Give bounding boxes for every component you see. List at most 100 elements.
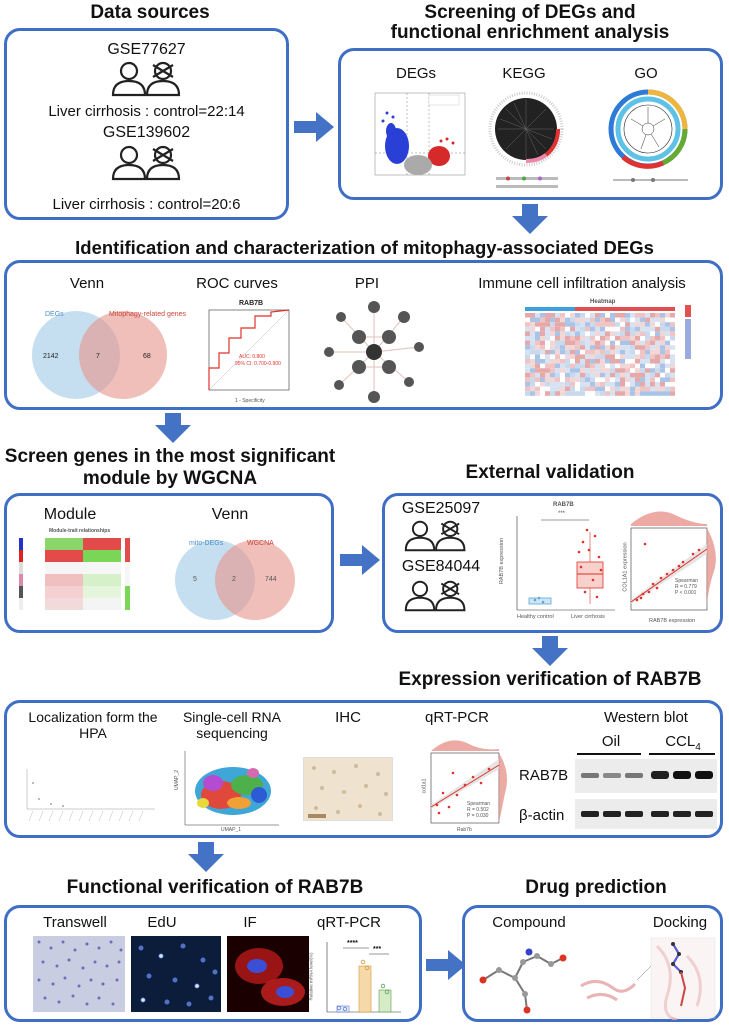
heatmap-cell	[630, 326, 635, 332]
heatmap-cell	[600, 313, 605, 318]
heatmap-cell	[645, 368, 650, 373]
heatmap-cell	[585, 313, 590, 318]
heatmap-cell	[565, 363, 570, 369]
heatmap-cell	[560, 345, 565, 350]
heatmap-cell	[540, 382, 545, 387]
dataset-gse139602: GSE139602	[102, 124, 191, 141]
panel-label-hpa: Localization form the HPA	[23, 709, 163, 741]
panel-label-roc: ROC curves	[196, 275, 278, 292]
heatmap-cell	[665, 382, 670, 387]
heatmap-cell	[570, 368, 575, 373]
heatmap-cell	[540, 349, 545, 355]
heatmap-cell	[650, 317, 655, 323]
heatmap-cell	[530, 331, 535, 336]
heatmap-cell	[535, 382, 540, 387]
edu-image	[131, 936, 221, 1012]
heatmap-cell	[635, 354, 640, 359]
heatmap-cell	[595, 386, 600, 392]
heatmap-cell	[635, 382, 640, 387]
heatmap-cell	[635, 349, 640, 355]
heatmap-cell	[585, 317, 590, 323]
heatmap-cell	[540, 377, 545, 382]
panel-label-go: GO	[634, 65, 658, 82]
heatmap-cell	[540, 345, 545, 350]
panel-label-kegg: KEGG	[502, 65, 546, 82]
heatmap-cell	[615, 382, 620, 387]
qpcr-ylabel: col1a1	[421, 778, 428, 794]
heatmap-cell	[650, 377, 655, 382]
wb-band-rab7b	[575, 759, 717, 793]
heatmap-cell	[630, 359, 635, 364]
venn-left-label: DEGs	[45, 311, 64, 318]
heatmap-cell	[570, 322, 575, 327]
heatmap-cell	[570, 391, 575, 396]
heatmap-cell	[610, 377, 615, 382]
heatmap-cell	[635, 313, 640, 318]
heatmap-cell	[615, 372, 620, 378]
hpa-bar-plot	[17, 759, 157, 834]
heatmap-cell	[590, 340, 595, 346]
heatmap-cell	[630, 368, 635, 373]
heatmap-cell	[580, 326, 585, 332]
heatmap-cell	[655, 363, 660, 369]
compound-structure	[473, 940, 573, 1025]
heatmap-cell	[670, 313, 675, 318]
heatmap-cell	[605, 359, 610, 364]
heatmap-cell	[630, 345, 635, 350]
dataset-gse77627: GSE77627	[107, 41, 186, 58]
heatmap-cell	[605, 368, 610, 373]
heatmap-cell	[650, 331, 655, 336]
arrow-down-icon	[188, 842, 224, 872]
heatmap-cell	[645, 313, 650, 318]
heatmap-cell	[605, 313, 610, 318]
heatmap-cell	[545, 377, 550, 382]
heatmap-cell	[555, 313, 560, 318]
heatmap-cell	[560, 354, 565, 359]
drug-title: Drug prediction	[525, 877, 667, 898]
heatmap-cell	[565, 336, 570, 341]
heatmap-cell	[665, 354, 670, 359]
heatmap-cell	[540, 326, 545, 332]
heatmap-cell	[550, 313, 555, 318]
heatmap-cell	[605, 354, 610, 359]
heatmap-cell	[530, 340, 535, 346]
heatmap-cell	[665, 386, 670, 392]
heatmap-cell	[525, 317, 530, 323]
arrow-down-icon	[532, 636, 568, 666]
heatmap-cell	[590, 363, 595, 369]
heatmap-cell	[665, 368, 670, 373]
heatmap-cell	[670, 322, 675, 327]
heatmap-cell	[665, 377, 670, 382]
heatmap-cell	[670, 317, 675, 323]
heatmap-cell	[570, 331, 575, 336]
heatmap-cell	[625, 349, 630, 355]
heatmap-cell	[620, 317, 625, 323]
heatmap-cell	[575, 313, 580, 318]
venn-diagram-mito-wgcna: mito-DEGs WGCNA 5 2 744	[165, 532, 305, 628]
heatmap-cell	[565, 391, 570, 396]
heatmap-cell	[545, 336, 550, 341]
heatmap-cell	[580, 359, 585, 364]
heatmap-cell	[590, 313, 595, 318]
heatmap-cell	[600, 359, 605, 364]
heatmap-cell	[630, 372, 635, 378]
heatmap-cell	[605, 331, 610, 336]
heatmap-cell	[540, 372, 545, 378]
heatmap-cell	[530, 382, 535, 387]
heatmap-cell	[615, 354, 620, 359]
heatmap-cell	[530, 359, 535, 364]
heatmap-cell	[640, 340, 645, 346]
heatmap-cell	[540, 313, 545, 318]
heatmap-cell	[615, 331, 620, 336]
heatmap-cell	[655, 372, 660, 378]
module-heatmap-title: Module-trait relationships	[49, 528, 111, 534]
heatmap-cell	[545, 359, 550, 364]
heatmap-cell	[530, 354, 535, 359]
heatmap-cell	[560, 359, 565, 364]
heatmap-cell	[665, 372, 670, 378]
venn-right-count: 68	[143, 353, 151, 360]
qrtpcr-scatter: Spearman R = 0.502 P = 0.030 Rab7b col1a…	[419, 733, 511, 837]
immune-heatmap: Heatmap	[515, 299, 715, 407]
heatmap-cell	[590, 386, 595, 392]
heatmap-cell	[525, 345, 530, 350]
